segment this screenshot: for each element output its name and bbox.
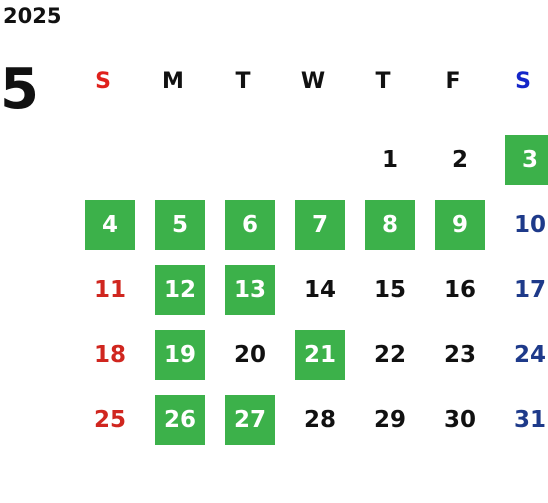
day-cell: 7 (278, 192, 348, 257)
day-number: 28 (303, 406, 336, 433)
day-cell: 8 (348, 192, 418, 257)
day-cell: 26 (138, 387, 208, 452)
month-label: 5 (0, 57, 39, 122)
day-number-highlighted: 9 (435, 199, 485, 250)
weekday-header-saturday: S (515, 68, 531, 94)
day-cell: 20 (208, 322, 278, 387)
day-cell: 2 (418, 127, 488, 192)
day-number-highlighted: 8 (365, 199, 415, 250)
day-cell: 24 (488, 322, 548, 387)
day-cell: 12 (138, 257, 208, 322)
day-cell: 10 (488, 192, 548, 257)
day-number: 14 (303, 276, 336, 303)
year-label: 2025 (3, 4, 62, 28)
day-number-highlighted: 6 (225, 199, 275, 250)
day-number: 31 (513, 406, 546, 433)
day-number: 11 (93, 276, 126, 303)
day-number: 24 (513, 341, 546, 368)
day-cell: 3 (488, 127, 548, 192)
weekday-header-sunday: S (95, 68, 111, 94)
day-cell: 27 (208, 387, 278, 452)
day-number: 30 (443, 406, 476, 433)
day-cell: 29 (348, 387, 418, 452)
day-number: 16 (443, 276, 476, 303)
day-number-highlighted: 26 (155, 394, 205, 445)
day-number-highlighted: 21 (295, 329, 345, 380)
day-number: 25 (93, 406, 126, 433)
day-number-highlighted: 12 (155, 264, 205, 315)
day-number: 29 (373, 406, 406, 433)
day-cell: 22 (348, 322, 418, 387)
day-number: 10 (513, 211, 546, 238)
weekday-header-friday: F (445, 68, 461, 94)
day-number-highlighted: 27 (225, 394, 275, 445)
day-number-highlighted: 13 (225, 264, 275, 315)
day-number: 18 (93, 341, 126, 368)
weekday-header-wednesday: W (300, 68, 326, 94)
day-cell: 13 (208, 257, 278, 322)
day-cell: 6 (208, 192, 278, 257)
day-cell: 31 (488, 387, 548, 452)
day-cell: 18 (68, 322, 138, 387)
day-cell: 16 (418, 257, 488, 322)
day-cell: 4 (68, 192, 138, 257)
day-cell: 5 (138, 192, 208, 257)
day-cell: 14 (278, 257, 348, 322)
day-cell: 11 (68, 257, 138, 322)
day-number: 22 (373, 341, 406, 368)
day-number-highlighted: 19 (155, 329, 205, 380)
day-cell: 25 (68, 387, 138, 452)
day-cell: 21 (278, 322, 348, 387)
day-cell: 30 (418, 387, 488, 452)
day-number: 1 (381, 146, 398, 173)
weekday-header-monday: M (162, 68, 184, 94)
day-number: 23 (443, 341, 476, 368)
day-number: 17 (513, 276, 546, 303)
day-number: 15 (373, 276, 406, 303)
day-cell: 17 (488, 257, 548, 322)
weekday-header-tuesday: T (235, 68, 251, 94)
day-cell: 1 (348, 127, 418, 192)
day-cell: 15 (348, 257, 418, 322)
day-cell: 23 (418, 322, 488, 387)
day-cell: 28 (278, 387, 348, 452)
day-number-highlighted: 4 (85, 199, 135, 250)
day-number-highlighted: 3 (505, 134, 548, 185)
day-number: 2 (451, 146, 468, 173)
day-number: 20 (233, 341, 266, 368)
day-number-highlighted: 5 (155, 199, 205, 250)
day-number-highlighted: 7 (295, 199, 345, 250)
day-cell: 9 (418, 192, 488, 257)
day-cell: 19 (138, 322, 208, 387)
weekday-header-thursday: T (375, 68, 391, 94)
